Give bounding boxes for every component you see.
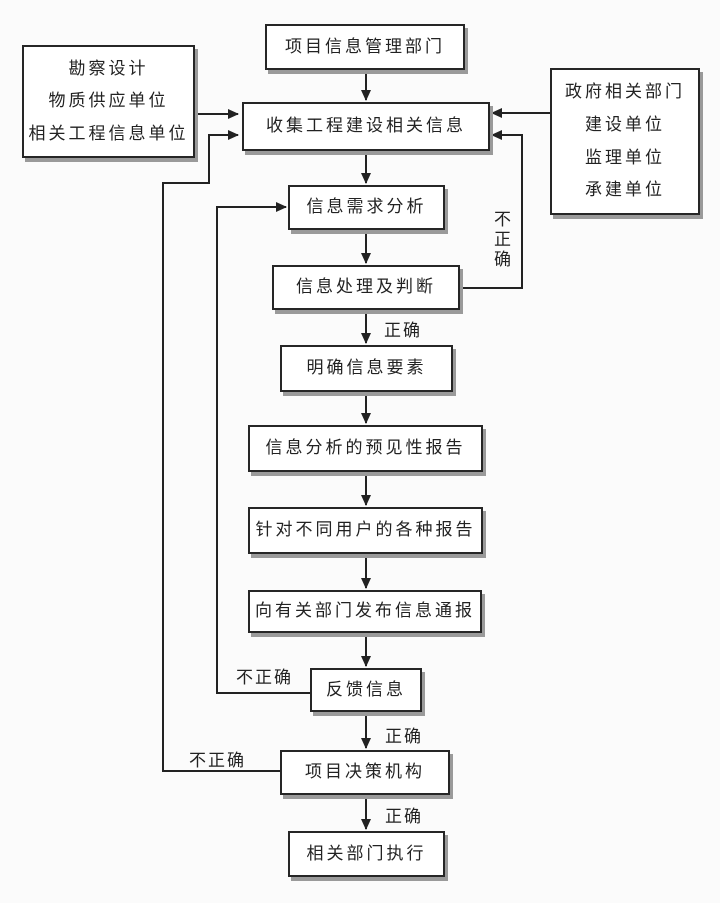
left-source-line-survey-design: 勘察设计: [68, 58, 149, 79]
left-source-line-related-info-units: 相关工程信息单位: [28, 123, 189, 144]
node-decision-body: 项目决策机构: [280, 750, 450, 795]
node-feedback-info-label: 反馈信息: [326, 679, 406, 700]
node-right-source-units: 政府相关部门 建设单位 监理单位 承建单位: [550, 68, 700, 215]
edge-label-incorrect-decision-loop: 不正确: [189, 751, 246, 771]
node-collect-info: 收集工程建设相关信息: [242, 102, 490, 151]
node-left-source-units: 勘察设计 物质供应单位 相关工程信息单位: [22, 45, 195, 158]
left-source-line-material-supply: 物质供应单位: [48, 91, 169, 112]
right-source-line-government: 政府相关部门: [565, 82, 685, 103]
edge-label-correct-after-decision: 正确: [385, 807, 423, 827]
node-execute-depts: 相关部门执行: [288, 831, 445, 877]
node-predictive-report: 信息分析的预见性报告: [248, 425, 483, 472]
edge-label-incorrect-processing-loop: 不正确: [490, 210, 510, 270]
node-demand-analysis-label: 信息需求分析: [306, 197, 427, 218]
node-execute-depts-label: 相关部门执行: [306, 843, 427, 864]
node-processing-judgment-label: 信息处理及判断: [296, 277, 436, 298]
edge-label-correct-after-feedback: 正确: [385, 727, 423, 747]
node-decision-body-label: 项目决策机构: [305, 762, 425, 783]
node-publish-notice: 向有关部门发布信息通报: [248, 590, 482, 633]
right-source-line-supervision-unit: 监理单位: [585, 147, 665, 168]
node-project-info-dept: 项目信息管理部门: [265, 24, 465, 70]
node-predictive-report-label: 信息分析的预见性报告: [265, 438, 466, 459]
node-project-info-dept-label: 项目信息管理部门: [285, 36, 445, 57]
right-source-line-construction-unit: 建设单位: [585, 114, 665, 135]
node-processing-judgment: 信息处理及判断: [272, 265, 460, 310]
node-user-reports: 针对不同用户的各种报告: [248, 507, 483, 554]
node-clarify-elements: 明确信息要素: [280, 345, 453, 392]
node-collect-info-label: 收集工程建设相关信息: [266, 116, 466, 137]
right-source-line-contractor-unit: 承建单位: [585, 180, 665, 201]
node-clarify-elements-label: 明确信息要素: [306, 358, 427, 379]
node-publish-notice-label: 向有关部门发布信息通报: [255, 601, 475, 622]
edge-label-incorrect-feedback-loop: 不正确: [236, 668, 293, 688]
loop-feedback-incorrect-to-demand: [216, 202, 310, 694]
edge-label-correct-after-processing: 正确: [384, 321, 422, 341]
loop-decision-incorrect-to-collect: [162, 130, 280, 772]
node-demand-analysis: 信息需求分析: [288, 185, 445, 230]
loop-processing-incorrect-to-collect: [460, 130, 523, 289]
node-user-reports-label: 针对不同用户的各种报告: [255, 520, 476, 541]
node-feedback-info: 反馈信息: [310, 668, 422, 712]
